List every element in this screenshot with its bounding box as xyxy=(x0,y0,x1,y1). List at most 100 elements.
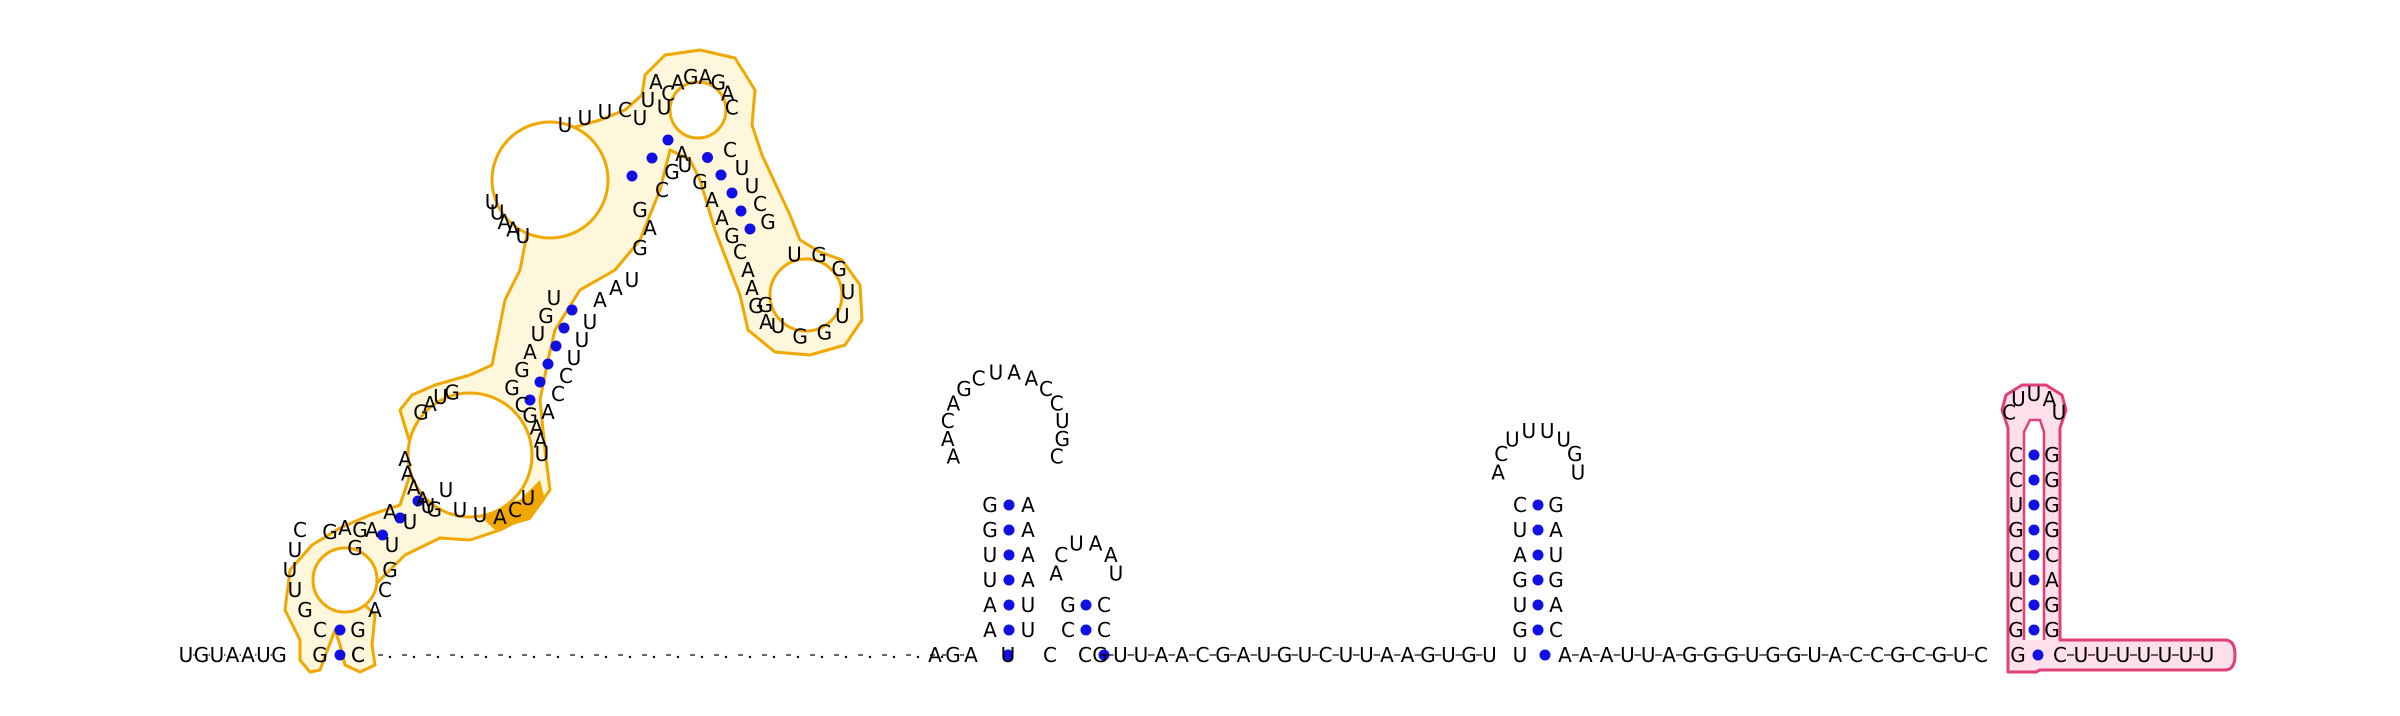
loop-nucleotide: C xyxy=(725,95,739,119)
nucleotide: C xyxy=(551,382,565,406)
base-pair-dot xyxy=(2028,549,2040,561)
nucleotide: G xyxy=(347,536,363,560)
base-pair-dot xyxy=(334,649,346,661)
loop-nucleotide: U xyxy=(2027,382,2042,406)
base-pair-dot xyxy=(2028,449,2040,461)
nucleotide: C xyxy=(351,643,365,667)
base-pair-dot xyxy=(534,376,546,388)
nucleotide: G xyxy=(982,518,998,542)
nucleotide: A xyxy=(1662,643,1676,667)
nucleotide: C xyxy=(313,618,327,642)
base-pair-dot xyxy=(334,624,346,636)
nucleotide: G xyxy=(271,643,287,667)
base-pair-dot xyxy=(2028,624,2040,636)
nucleotide: U xyxy=(2137,643,2152,667)
loop-nucleotide: U xyxy=(657,95,672,119)
base-pair-dot xyxy=(1539,649,1551,661)
nucleotide: U xyxy=(1620,643,1635,667)
nucleotide: G xyxy=(632,236,648,260)
loop-nucleotide: G xyxy=(1055,427,1071,451)
nucleotide: A xyxy=(759,310,773,334)
base-pair-dot xyxy=(2028,599,2040,611)
loop-nucleotide: U xyxy=(490,201,505,225)
nucleotide: C xyxy=(2009,443,2023,467)
nucleotide: C xyxy=(378,578,392,602)
nucleotide: A xyxy=(1549,593,1563,617)
base-pair-dot xyxy=(1532,499,1544,511)
base-pair-dot xyxy=(1003,524,1015,536)
nucleotide: A xyxy=(493,505,507,529)
linker-dot xyxy=(724,655,728,659)
nucleotide: U xyxy=(598,100,613,124)
base-pair-dot xyxy=(1532,624,1544,636)
base-pair-dot xyxy=(702,152,713,163)
nucleotide: G xyxy=(350,618,366,642)
loop-nucleotide: U xyxy=(841,280,856,304)
loop-nucleotide: G xyxy=(413,400,429,424)
loop-nucleotide: A xyxy=(721,82,735,106)
nucleotide: U xyxy=(1298,643,1313,667)
nucleotide: C xyxy=(655,178,669,202)
domain-1-loop-3 xyxy=(490,120,610,240)
nucleotide: G xyxy=(297,598,313,622)
nucleotide: A xyxy=(1829,643,1843,667)
nucleotide: G xyxy=(312,643,328,667)
base-pair-dot xyxy=(2028,524,2040,536)
nucleotide: A xyxy=(705,188,719,212)
nucleotide: A xyxy=(964,643,978,667)
nucleotide: C xyxy=(508,498,522,522)
nucleotide: G xyxy=(1092,643,1108,667)
nucleotide: G xyxy=(982,493,998,517)
base-pair-dot xyxy=(412,495,424,507)
linker-dot xyxy=(940,655,944,659)
nucleotide: U xyxy=(288,578,303,602)
highlight-layer xyxy=(283,48,2237,674)
nucleotide: U xyxy=(385,533,400,557)
nucleotide: C xyxy=(293,518,307,542)
nucleotide: A xyxy=(1513,543,1527,567)
base-pair-dot xyxy=(550,340,562,352)
nucleotide: U xyxy=(1113,643,1128,667)
nucleotide: A xyxy=(1175,643,1189,667)
nucleotide: A xyxy=(675,142,689,166)
loop-nucleotide: A xyxy=(1104,543,1118,567)
base-pair-dot xyxy=(744,223,756,235)
nucleotide: U xyxy=(1513,643,1528,667)
loop-nucleotide: A xyxy=(416,488,430,512)
nucleotide: G xyxy=(2044,593,2060,617)
nucleotide: A xyxy=(1600,643,1614,667)
nucleotide: U xyxy=(583,310,598,334)
nucleotide: U xyxy=(2074,643,2089,667)
nucleotide: U xyxy=(2200,643,2215,667)
base-pair-dot xyxy=(377,529,388,541)
base-pair-dot xyxy=(715,169,727,181)
loop-nucleotide: U xyxy=(485,190,500,214)
loop-nucleotide: A xyxy=(2043,387,2057,411)
nucleotide: U xyxy=(625,268,640,292)
nucleotide: C xyxy=(1870,643,1884,667)
nucleotide: C xyxy=(1849,643,1863,667)
nucleotide: G xyxy=(2044,468,2060,492)
linker-dot xyxy=(700,655,704,659)
linker-dot xyxy=(532,655,536,659)
nucleotide: G xyxy=(2044,493,2060,517)
loop-nucleotide: A xyxy=(407,476,421,500)
domain-1-highlight xyxy=(283,48,864,674)
loop-nucleotide: C xyxy=(515,393,529,417)
linker-dot xyxy=(748,655,752,659)
base-pair-dot xyxy=(1080,624,1092,636)
nucleotide: C xyxy=(559,364,573,388)
nucleotide: C xyxy=(1319,643,1333,667)
nucleotide: U xyxy=(1021,593,1036,617)
loop-nucleotide: C xyxy=(2002,401,2016,425)
base-pair-dot xyxy=(1532,549,1544,561)
nucleotide: U xyxy=(453,498,468,522)
nucleotide: U xyxy=(288,538,303,562)
nucleotide: A xyxy=(741,258,755,282)
loop-nucleotide: U xyxy=(1109,561,1124,585)
nucleotide: U xyxy=(2095,643,2110,667)
nucleotide: G xyxy=(1512,618,1528,642)
nucleotide: G xyxy=(194,643,210,667)
linker-dot xyxy=(412,655,416,659)
base-pair-dot xyxy=(1080,599,1092,611)
